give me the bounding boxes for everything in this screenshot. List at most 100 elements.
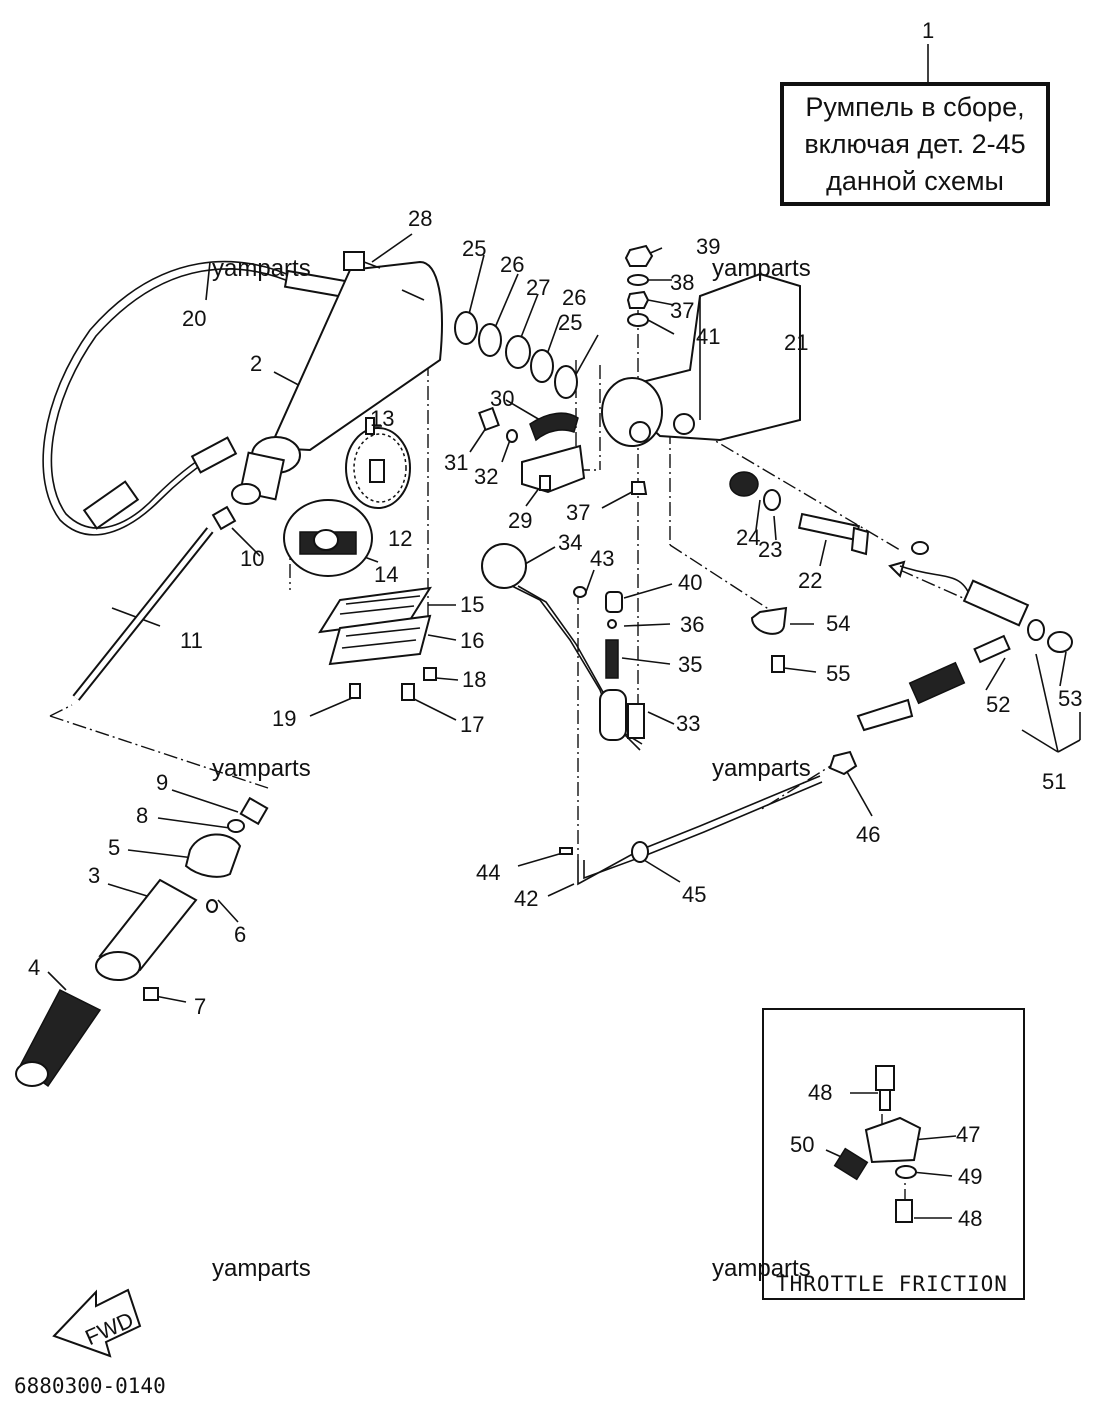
callout-46: 46 bbox=[856, 822, 880, 847]
callout-30: 30 bbox=[490, 386, 514, 411]
callout-35: 35 bbox=[678, 652, 702, 677]
callout-54: 54 bbox=[826, 611, 850, 636]
bolt-22 bbox=[797, 512, 870, 556]
title-line-1: Румпель в сборе, bbox=[805, 91, 1025, 122]
callout-52: 52 bbox=[986, 692, 1010, 717]
watermark: yamparts bbox=[712, 755, 811, 782]
watermark: yamparts bbox=[712, 255, 811, 282]
detent-parts-35-40-43 bbox=[573, 586, 623, 679]
callout-37: 37 bbox=[670, 298, 694, 323]
diagram-code: 6880300-0140 bbox=[14, 1374, 166, 1398]
callout-22: 22 bbox=[798, 568, 822, 593]
callout-2: 2 bbox=[250, 351, 262, 376]
steering-bracket-21 bbox=[601, 272, 801, 447]
pin-32 bbox=[506, 429, 518, 443]
screws-17-18-19 bbox=[349, 667, 437, 701]
callout-49: 49 bbox=[958, 1164, 982, 1189]
cable-end-51 bbox=[888, 541, 1045, 641]
cover-plate-16 bbox=[328, 614, 432, 666]
callout-43: 43 bbox=[590, 546, 614, 571]
callout-53: 53 bbox=[1058, 686, 1082, 711]
callout-25: 25 bbox=[462, 236, 486, 261]
rod-11 bbox=[72, 527, 214, 701]
callout-34: 34 bbox=[558, 530, 582, 555]
callout-27: 27 bbox=[526, 275, 550, 300]
gear-12 bbox=[345, 427, 411, 509]
callout-16: 16 bbox=[460, 628, 484, 653]
callout-26: 26 bbox=[562, 285, 586, 310]
callout-8: 8 bbox=[136, 803, 148, 828]
watermark: yamparts bbox=[212, 1255, 311, 1282]
callout-14: 14 bbox=[374, 562, 398, 587]
callout-4: 4 bbox=[28, 955, 40, 980]
throttle-cable bbox=[42, 260, 349, 536]
cap-53 bbox=[1047, 631, 1073, 653]
watermark: yamparts bbox=[712, 1255, 811, 1282]
title-box: Румпель в сборе, включая дет. 2-45 данно… bbox=[780, 82, 1050, 206]
callout-12: 12 bbox=[388, 526, 412, 551]
bracket-29 bbox=[521, 444, 586, 494]
callout-41: 41 bbox=[696, 324, 720, 349]
title-line-2: включая дет. 2-45 bbox=[804, 128, 1026, 159]
bushing-24 bbox=[729, 471, 759, 497]
friction-shoe-30 bbox=[529, 412, 579, 442]
bolt-28 bbox=[343, 251, 381, 271]
callout-39: 39 bbox=[696, 234, 720, 259]
callout-38: 38 bbox=[670, 270, 694, 295]
bolt-31 bbox=[478, 406, 500, 432]
callout-11: 11 bbox=[180, 628, 203, 653]
callout-26: 26 bbox=[500, 252, 524, 277]
fwd-arrow bbox=[52, 1288, 142, 1358]
callout-51: 51 bbox=[1042, 769, 1066, 794]
callout-40: 40 bbox=[678, 570, 702, 595]
callout-20: 20 bbox=[182, 306, 206, 331]
title-line-3: данной схемы bbox=[826, 165, 1004, 196]
callout-17: 17 bbox=[460, 712, 484, 737]
callout-28: 28 bbox=[408, 206, 432, 231]
screw-55 bbox=[771, 655, 785, 673]
friction-inset-parts bbox=[833, 1065, 922, 1223]
callout-9: 9 bbox=[156, 770, 168, 795]
callout-31: 31 bbox=[444, 450, 468, 475]
throttle-friction-label: THROTTLE FRICTION bbox=[776, 1272, 1008, 1296]
shift-lever-34 bbox=[481, 543, 645, 751]
callout-18: 18 bbox=[462, 667, 486, 692]
callout-13: 13 bbox=[370, 406, 394, 431]
callout-1: 1 bbox=[922, 18, 934, 43]
callout-23: 23 bbox=[758, 537, 782, 562]
callout-layer: 2345678910111213141516171819202122232425… bbox=[28, 206, 1082, 1231]
washers-25-27 bbox=[454, 311, 578, 399]
callout-50: 50 bbox=[790, 1132, 814, 1157]
watermark: yamparts bbox=[212, 255, 311, 282]
callout-48: 48 bbox=[958, 1206, 982, 1231]
watermark: yamparts bbox=[212, 755, 311, 782]
callout-48: 48 bbox=[808, 1080, 832, 1105]
throttle-friction-inset bbox=[762, 1008, 1025, 1300]
callout-15: 15 bbox=[460, 592, 484, 617]
callout-32: 32 bbox=[474, 464, 498, 489]
callout-3: 3 bbox=[88, 863, 100, 888]
callout-44: 44 bbox=[476, 860, 500, 885]
callout-29: 29 bbox=[508, 508, 532, 533]
callout-45: 45 bbox=[682, 882, 706, 907]
nut-stack-37-41 bbox=[624, 244, 654, 495]
callout-33: 33 bbox=[676, 711, 700, 736]
callout-47: 47 bbox=[956, 1122, 980, 1147]
callout-7: 7 bbox=[194, 994, 206, 1019]
tiller-handle-body bbox=[231, 260, 443, 505]
washer-23 bbox=[763, 489, 781, 511]
grip-assembly bbox=[15, 796, 269, 1088]
callout-55: 55 bbox=[826, 661, 850, 686]
callout-25: 25 bbox=[558, 310, 582, 335]
callout-24: 24 bbox=[736, 525, 760, 550]
callout-6: 6 bbox=[234, 922, 246, 947]
callout-21: 21 bbox=[784, 330, 808, 355]
friction-plate-14 bbox=[283, 499, 373, 577]
callout-10: 10 bbox=[240, 546, 264, 571]
clip-54 bbox=[750, 606, 788, 635]
callout-37: 37 bbox=[566, 500, 590, 525]
link-rod-42-45-46 bbox=[559, 750, 858, 886]
callout-5: 5 bbox=[108, 835, 120, 860]
pin-13 bbox=[365, 417, 375, 435]
